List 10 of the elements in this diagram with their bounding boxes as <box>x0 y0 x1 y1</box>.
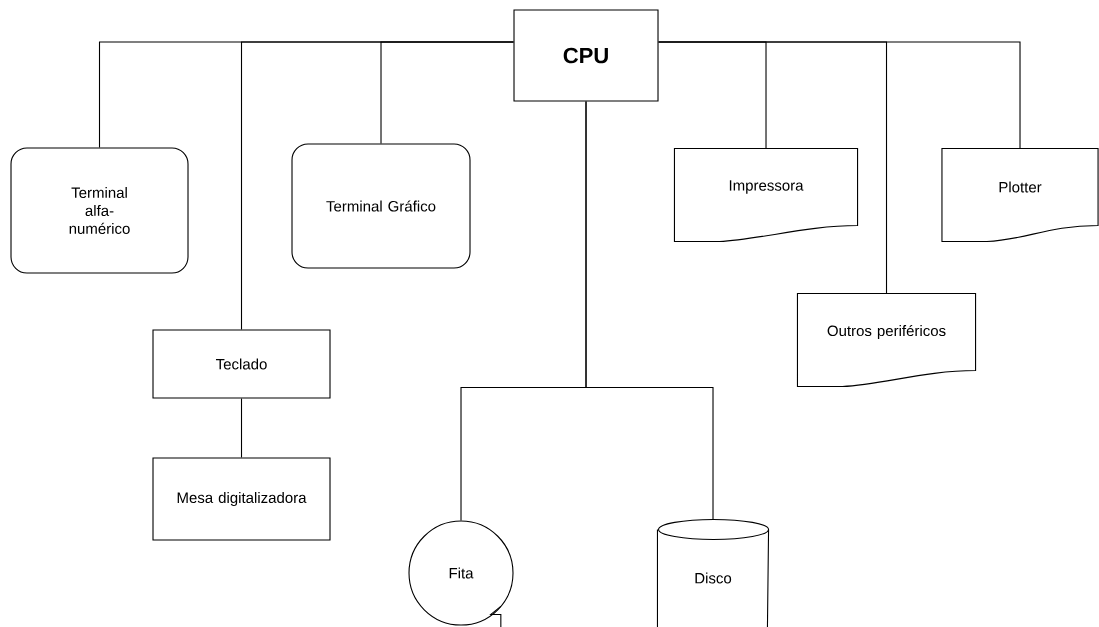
connector-line <box>658 41 1021 149</box>
terminal-box: Terminal Gráfico <box>291 143 471 269</box>
disk-cylinder: Disco <box>656 518 770 627</box>
cpu-box: CPU <box>513 9 659 102</box>
process-box: Teclado <box>152 329 331 399</box>
terminal-box: Terminal alfa-numérico <box>10 147 189 274</box>
process-box: Mesa digitalizadora <box>152 457 331 541</box>
connector-line <box>240 398 243 458</box>
connector-line <box>585 101 714 520</box>
connector-line <box>380 41 514 144</box>
